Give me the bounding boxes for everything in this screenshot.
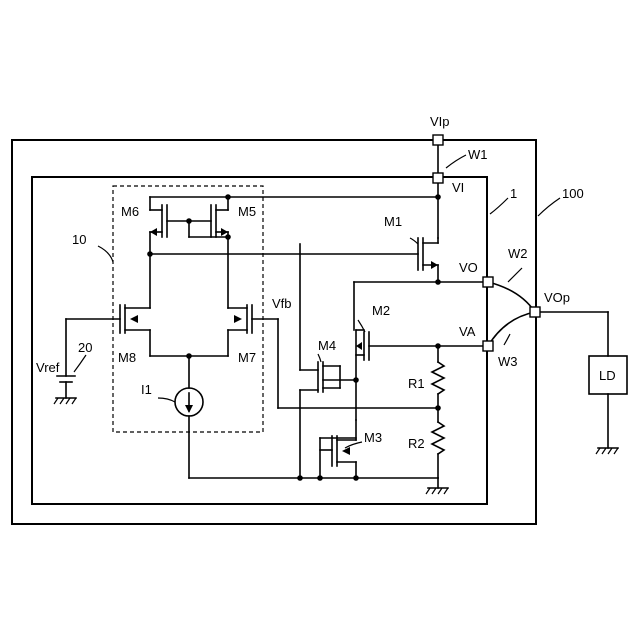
leader-1 xyxy=(490,198,508,214)
label-m7: M7 xyxy=(238,350,256,365)
junction-dot xyxy=(225,194,231,200)
label-module-1: 1 xyxy=(510,186,517,201)
label-m2: M2 xyxy=(372,303,390,318)
leader-20 xyxy=(74,355,86,372)
ground-symbol-vref xyxy=(54,398,76,404)
leader-10 xyxy=(98,246,113,262)
label-w1: W1 xyxy=(468,147,488,162)
junction-dot xyxy=(353,475,359,481)
leader-m4 xyxy=(318,354,321,362)
m3-arrow xyxy=(342,447,350,455)
label-w2: W2 xyxy=(508,246,528,261)
leader-m1 xyxy=(410,238,418,244)
m1-arrow xyxy=(431,261,438,269)
m6-arrow xyxy=(150,228,157,236)
label-vo: VO xyxy=(459,260,478,275)
chip-outline xyxy=(32,177,487,504)
label-va: VA xyxy=(459,324,476,339)
label-vi: VI xyxy=(452,180,464,195)
leader-m3 xyxy=(345,442,362,448)
label-amp-10: 10 xyxy=(72,232,86,247)
label-vop: VOp xyxy=(544,290,570,305)
label-m5: M5 xyxy=(238,204,256,219)
pad-vo xyxy=(483,277,493,287)
label-ref-20: 20 xyxy=(78,340,92,355)
pad-vip xyxy=(433,135,443,145)
leader-100 xyxy=(538,198,560,216)
leader-w3 xyxy=(504,334,510,345)
bond-wire-w3 xyxy=(488,312,535,346)
label-ld: LD xyxy=(599,368,616,383)
junction-dot xyxy=(186,353,192,359)
resistor-r1 xyxy=(432,362,444,394)
label-r2: R2 xyxy=(408,436,425,451)
m2-arrow xyxy=(356,342,362,350)
leader-w2 xyxy=(508,268,522,282)
label-m3: M3 xyxy=(364,430,382,445)
label-m8: M8 xyxy=(118,350,136,365)
junction-dot xyxy=(435,194,441,200)
bond-wire-w2 xyxy=(488,282,535,312)
ground-symbol-chip xyxy=(426,488,448,494)
junction-dot xyxy=(435,343,441,349)
junction-dot xyxy=(225,234,231,240)
ground-symbol-load xyxy=(596,448,618,454)
pad-va xyxy=(483,341,493,351)
junction-dot xyxy=(435,279,441,285)
label-m4: M4 xyxy=(318,338,336,353)
leader-w1 xyxy=(446,155,466,168)
junction-dot xyxy=(186,218,192,224)
junction-dot xyxy=(353,377,359,383)
junction-dot xyxy=(147,251,153,257)
leader-i1 xyxy=(158,398,175,402)
junction-dot xyxy=(435,405,441,411)
pad-vop xyxy=(530,307,540,317)
label-i1: I1 xyxy=(141,382,152,397)
label-w3: W3 xyxy=(498,354,518,369)
pad-vi xyxy=(433,173,443,183)
resistor-r2 xyxy=(432,422,444,454)
label-vip: VIp xyxy=(430,114,450,129)
junction-dot xyxy=(317,475,323,481)
label-m1: M1 xyxy=(384,214,402,229)
i1-arrow-head xyxy=(185,405,193,413)
junction-dot xyxy=(297,475,303,481)
label-package-100: 100 xyxy=(562,186,584,201)
m8-arrow xyxy=(130,315,138,323)
label-vfb: Vfb xyxy=(272,296,292,311)
m7-arrow xyxy=(234,315,242,323)
label-m6: M6 xyxy=(121,204,139,219)
label-r1: R1 xyxy=(408,376,425,391)
label-vref: Vref xyxy=(36,360,60,375)
